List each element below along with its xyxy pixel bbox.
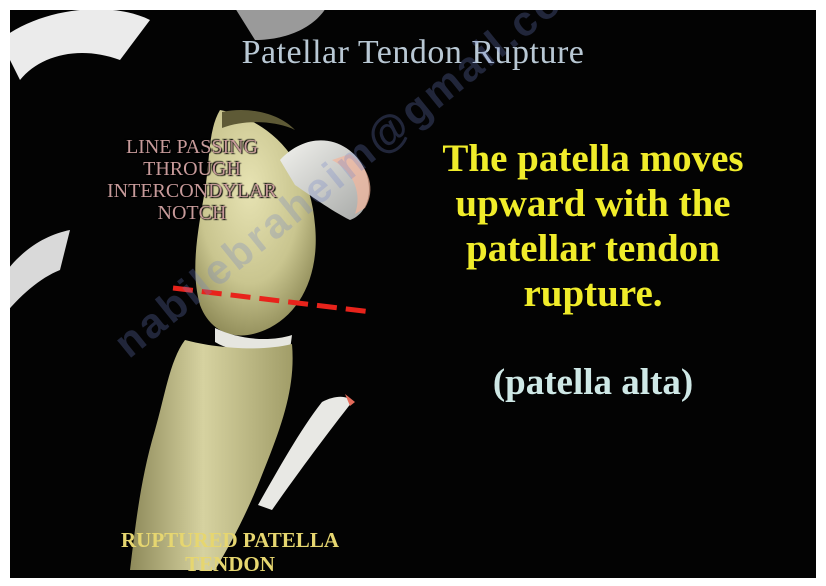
patella-alta-note: (patella alta) bbox=[398, 362, 788, 404]
slide-title: Patellar Tendon Rupture bbox=[10, 34, 816, 72]
main-statement: The patella moves upward with the patell… bbox=[398, 136, 788, 316]
label-row: THROUGH bbox=[72, 158, 312, 180]
label-row: TENDON bbox=[90, 552, 370, 576]
statement-row: rupture. bbox=[398, 271, 788, 316]
slide: Patellar Tendon Rupture LINE PASSING THR… bbox=[10, 10, 816, 578]
label-row: LINE PASSING bbox=[72, 136, 312, 158]
statement-row: The patella moves bbox=[398, 136, 788, 181]
ruptured-tendon-label: RUPTURED PATELLA TENDON bbox=[90, 528, 370, 576]
statement-row: patellar tendon bbox=[398, 226, 788, 271]
label-row: RUPTURED PATELLA bbox=[90, 528, 370, 552]
statement-row: upward with the bbox=[398, 181, 788, 226]
